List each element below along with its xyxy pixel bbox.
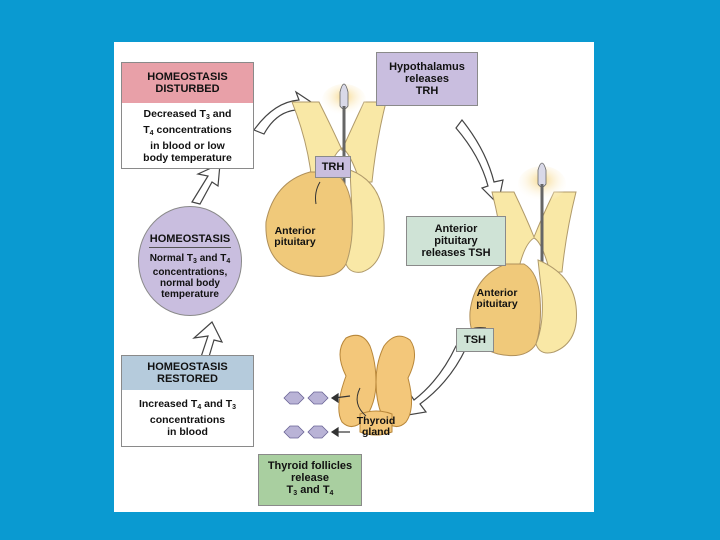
arrow-hypothalamus-to-pituitary: [455, 119, 504, 206]
thyroid-gland-line2: gland: [362, 426, 390, 438]
disturbed-body-line3: in blood or low: [150, 139, 225, 152]
disturbed-body-line2: T: [143, 123, 150, 136]
thyroid-gland-line1: Thyroid: [356, 415, 396, 427]
homeostasis-sub1: 3: [193, 258, 197, 265]
restored-body-line2: concentrations: [149, 414, 226, 426]
follicles-line1: Thyroid follicles: [267, 460, 353, 472]
disturbed-title-line2: DISTURBED: [155, 83, 220, 95]
homeostasis-line1: Normal T: [149, 253, 194, 264]
disturbed-body: Decreased T3 and T4 concentrations in bl…: [122, 103, 253, 168]
disturbed-title-line1: HOMEOSTASIS: [147, 71, 228, 83]
feedback-loop-artwork: [191, 83, 578, 439]
anterior-left-line2: pituitary: [274, 236, 316, 248]
hormone-molecules: [283, 391, 329, 439]
disturbed-sub2: 4: [149, 129, 154, 137]
homeostasis-title: HOMEOSTASIS: [149, 233, 231, 248]
homeostasis-line1-mid: and T: [196, 253, 227, 264]
disturbed-body-line4: body temperature: [143, 151, 232, 164]
restored-body: Increased T4 and T3 concentrations in bl…: [122, 390, 253, 446]
homeostasis-circle: HOMEOSTASIS Normal T3 and T4 concentrati…: [138, 206, 242, 316]
right-brain-tissue: [491, 162, 577, 282]
follicles-sub2: 4: [329, 490, 334, 497]
follicles-line2: release: [291, 472, 329, 484]
restored-sub1: 4: [197, 404, 202, 411]
anterior-right-line2: pituitary: [476, 298, 518, 310]
follicles-line3: T: [286, 484, 294, 496]
pituitary-releases-line3: releases TSH: [421, 247, 491, 259]
left-anterior-pituitary: [265, 169, 385, 277]
disturbed-body-line1: Decreased T: [143, 107, 206, 120]
tsh-tag: TSH: [456, 328, 494, 352]
pituitary-releases-line1: Anterior: [434, 223, 478, 235]
disturbed-sub1: 3: [205, 113, 210, 121]
thyroid-pointer: [356, 387, 367, 417]
restored-sub2: 3: [232, 404, 237, 411]
homeostasis-sub2: 4: [226, 258, 231, 265]
anterior-right-line1: Anterior: [476, 287, 518, 299]
hypothalamus-line1: Hypothalamus: [389, 61, 465, 73]
hormone-arrows: [330, 392, 351, 438]
homeostasis-body: Normal T3 and T4 concentrations, normal …: [143, 253, 237, 300]
disturbed-body-line2-end: concentrations: [153, 123, 232, 136]
follicles-sub1: 3: [293, 490, 298, 497]
follicles-line3-mid: and T: [297, 484, 330, 496]
pituitary-releases-line2: pituitary: [434, 235, 478, 247]
hypothalamus-line3: TRH: [415, 85, 439, 97]
trh-tag: TRH: [315, 156, 351, 178]
hypothalamus-line2: releases: [404, 73, 450, 85]
homeostasis-line4: temperature: [161, 289, 219, 300]
restored-title-line1: HOMEOSTASIS: [147, 361, 228, 373]
thyroid-follicles-box: Thyroid follicles release T3 and T4: [258, 454, 362, 506]
restored-body-line3: in blood: [167, 426, 208, 438]
homeostasis-line3: normal body: [159, 278, 220, 289]
restored-title-line2: RESTORED: [157, 373, 218, 385]
anterior-left-line1: Anterior: [274, 225, 316, 237]
thyroid-gland-shape: [338, 334, 415, 436]
homeostasis-line2: concentrations,: [152, 267, 228, 278]
restored-body-line1-mid: and T: [201, 398, 233, 410]
disturbed-body-line1-end: and: [209, 107, 232, 120]
restored-body-line1: Increased T: [138, 398, 198, 410]
arrow-homeostasis-to-disturbed: [191, 163, 221, 205]
